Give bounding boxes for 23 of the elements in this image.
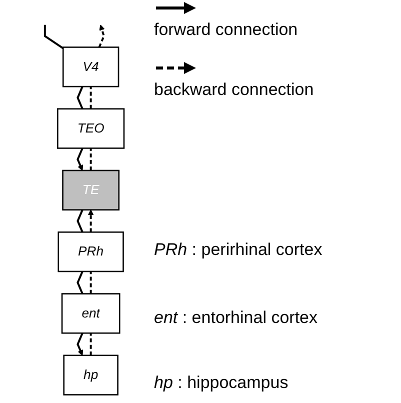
node-box: TEO (57, 108, 126, 149)
abbreviation-note: hp : hippocampus (154, 373, 288, 393)
arrow (88, 210, 94, 232)
connector (77, 271, 84, 294)
connector (90, 271, 92, 294)
connector (90, 333, 92, 356)
arrow (77, 148, 84, 171)
connector (90, 148, 92, 170)
abbreviation-note: ent : entorhinal cortex (154, 308, 318, 328)
legend-text: backward connection (154, 80, 314, 100)
node-box: TE (62, 170, 120, 210)
node-box: PRh (58, 231, 124, 272)
node-box: hp (64, 354, 119, 396)
abbreviation-note: PRh : perirhinal cortex (154, 240, 322, 260)
legend-text: forward connection (154, 20, 298, 40)
node-box: V4 (62, 46, 120, 88)
connector (90, 86, 92, 109)
connector (77, 86, 84, 110)
node-box: ent (62, 293, 121, 334)
connector (77, 209, 84, 233)
arrow (98, 24, 106, 48)
arrow (77, 332, 84, 356)
connector (44, 24, 64, 50)
